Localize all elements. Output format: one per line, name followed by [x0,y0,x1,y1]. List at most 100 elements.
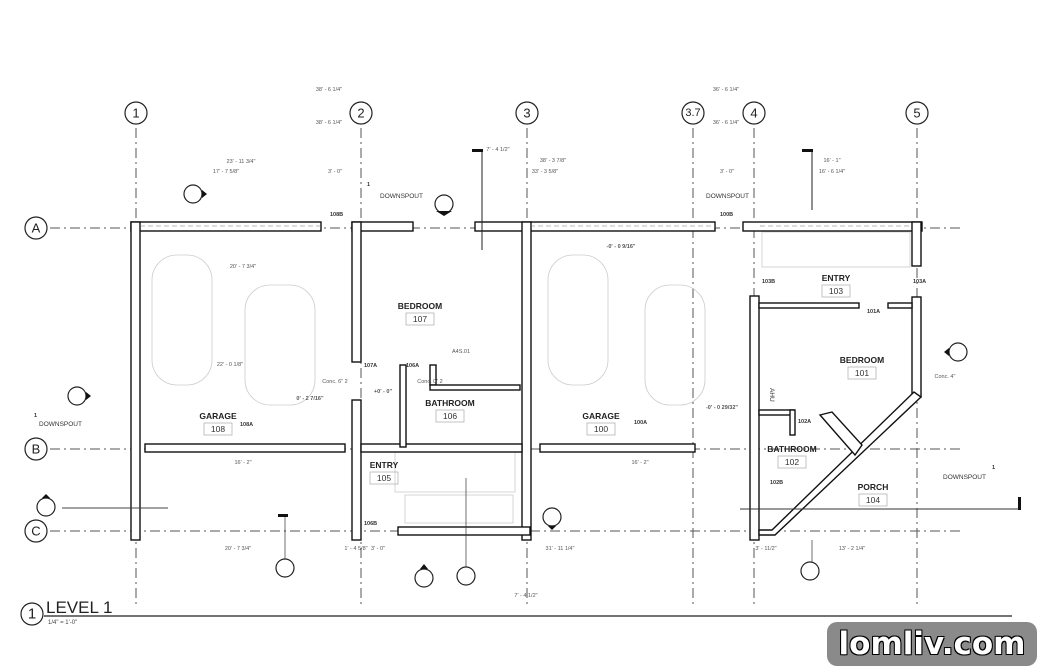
svg-text:103B: 103B [762,279,775,285]
svg-text:7' - 4 1/2": 7' - 4 1/2" [486,147,509,153]
downspout-note: DOWNSPOUT [706,193,749,200]
svg-text:-0' - 0 9/16": -0' - 0 9/16" [607,244,636,250]
svg-text:Conc. 4": Conc. 4" [935,374,956,380]
svg-text:3' - 0": 3' - 0" [328,169,342,175]
grid-bubble-5: 5 [905,101,929,125]
svg-text:23' - 11 3/4": 23' - 11 3/4" [227,159,256,165]
svg-text:20' - 7 3/4": 20' - 7 3/4" [230,264,256,270]
svg-text:BATHROOM: BATHROOM [767,444,816,454]
svg-text:BATHROOM: BATHROOM [425,398,474,408]
svg-text:1: 1 [28,606,36,623]
keynote: 1 [34,413,37,419]
svg-text:108B: 108B [330,212,343,218]
grid-bubble-C: C [24,519,48,543]
svg-text:106B: 106B [364,521,377,527]
svg-text:106: 106 [443,411,457,421]
svg-text:102: 102 [785,457,799,467]
dimension-labels: 38' - 6 1/4" 38' - 6 1/4" 23' - 11 3/4" … [213,87,956,599]
svg-text:3' - 11/2": 3' - 11/2" [755,546,776,552]
svg-text:16' - 1": 16' - 1" [823,158,840,164]
grid-bubble-A: A [24,216,48,240]
svg-text:31' - 11 1/4": 31' - 11 1/4" [546,546,575,552]
svg-text:100A: 100A [634,420,647,426]
svg-text:104: 104 [866,495,880,505]
svg-text:7' - 4 1/2": 7' - 4 1/2" [514,593,537,599]
svg-text:1: 1 [132,106,139,121]
svg-text:16' - 2": 16' - 2" [234,460,251,466]
grid-bubble-2: 2 [349,101,373,125]
downspout-note: DOWNSPOUT [39,421,82,428]
grid-bubble-B: B [24,437,48,461]
svg-text:38' - 6 1/4": 38' - 6 1/4" [316,120,342,126]
svg-text:103A: 103A [913,279,926,285]
svg-text:3.7: 3.7 [685,107,700,119]
svg-text:106A: 106A [406,363,419,369]
svg-text:16' - 2": 16' - 2" [631,460,648,466]
svg-text:A4S.01: A4S.01 [452,349,470,355]
room-bedroom-107[interactable]: BEDROOM 107 [398,301,442,326]
keynote: 1 [992,465,995,471]
room-garage-100[interactable]: GARAGE 100 [582,411,620,436]
svg-text:5: 5 [913,106,920,121]
svg-text:3' - 0": 3' - 0" [720,169,734,175]
door-tags: 108B 107A 106A 108A 106B 100B 103B 101A … [240,212,926,527]
svg-text:BEDROOM: BEDROOM [398,301,442,311]
view-scale: 1/4" = 1'-0" [48,620,77,626]
grid-bubble-3: 3 [515,101,539,125]
ahu-label: AHU [768,388,775,402]
svg-text:3: 3 [523,106,530,121]
svg-text:38' - 3 7/8": 38' - 3 7/8" [540,158,566,164]
svg-text:ENTRY: ENTRY [370,460,399,470]
svg-text:Conc. 6" 2: Conc. 6" 2 [322,379,348,385]
svg-text:22' - 0 1/8": 22' - 0 1/8" [217,362,243,368]
svg-text:17' - 7 5/8": 17' - 7 5/8" [213,169,239,175]
room-bathroom-106[interactable]: BATHROOM 106 [425,398,475,423]
svg-text:3' - 0": 3' - 0" [371,546,385,552]
downspout-note: DOWNSPOUT [943,474,986,481]
keynote: 1 [367,182,370,188]
watermark: lomliv.com [827,622,1037,666]
svg-text:103: 103 [829,286,843,296]
room-garage-108[interactable]: GARAGE 108 [199,411,237,436]
svg-text:36' - 6 1/4": 36' - 6 1/4" [713,120,739,126]
svg-text:4: 4 [750,106,757,121]
svg-text:108A: 108A [240,422,253,428]
svg-text:108: 108 [211,424,225,434]
svg-text:-0' - 0 29/32": -0' - 0 29/32" [706,405,738,411]
svg-text:105: 105 [377,473,391,483]
svg-text:36' - 6 1/4": 36' - 6 1/4" [713,87,739,93]
svg-text:13' - 2 1/4": 13' - 2 1/4" [839,546,865,552]
svg-text:GARAGE: GARAGE [582,411,620,421]
svg-text:B: B [32,442,41,457]
view-title: 1 LEVEL 1 1/4" = 1'-0" [20,598,1012,626]
svg-text:+0' - 0": +0' - 0" [374,389,393,395]
room-entry-105[interactable]: ENTRY 105 [369,460,399,485]
svg-text:100: 100 [594,424,608,434]
svg-text:PORCH: PORCH [858,482,889,492]
room-porch-104[interactable]: PORCH 104 [858,482,889,507]
grid-bubble-3-7: 3.7 [681,101,705,125]
downspout-note: DOWNSPOUT [380,193,423,200]
svg-text:16' - 6 1/4": 16' - 6 1/4" [819,169,845,175]
svg-text:20' - 7 3/4": 20' - 7 3/4" [225,546,251,552]
svg-text:100B: 100B [720,212,733,218]
svg-text:102A: 102A [798,419,811,425]
garage-car-outlines [151,254,706,406]
grid-bubble-4: 4 [742,101,766,125]
svg-text:0' - 2 7/16": 0' - 2 7/16" [296,396,324,402]
svg-text:C: C [31,524,40,539]
svg-text:107: 107 [413,314,427,324]
svg-text:Conc. 0" 2: Conc. 0" 2 [417,379,443,385]
walls [130,221,923,541]
room-bathroom-102[interactable]: BATHROOM 102 [767,444,817,469]
svg-text:101: 101 [855,368,869,378]
svg-text:33' - 3 5/8": 33' - 3 5/8" [532,169,558,175]
svg-text:1' - 4 5/8": 1' - 4 5/8" [344,546,367,552]
svg-text:107A: 107A [364,363,377,369]
view-title-text: LEVEL 1 [46,598,112,617]
svg-text:GARAGE: GARAGE [199,411,237,421]
grid-bubble-1: 1 [124,101,148,125]
